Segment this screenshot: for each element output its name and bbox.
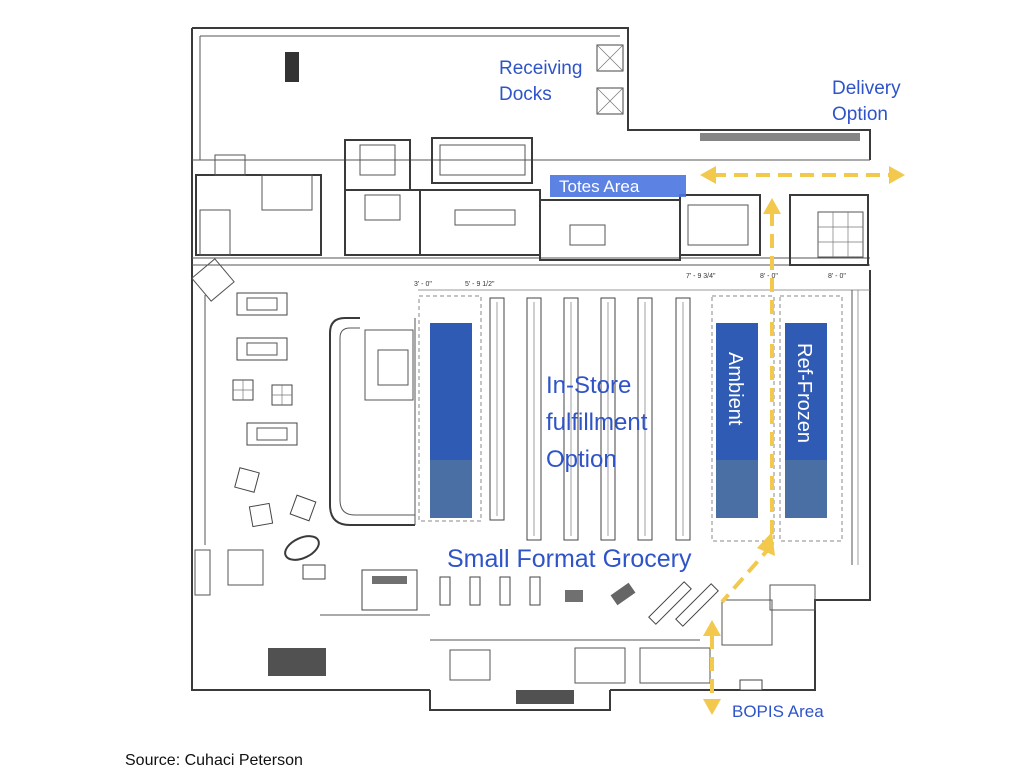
delivery-label-line2: Option — [832, 104, 888, 125]
dock-doors — [285, 44, 860, 141]
front-end-checkouts — [268, 569, 816, 704]
arrowhead-up — [763, 198, 781, 214]
back-of-house-rooms — [195, 137, 869, 266]
dimension-label: 8' - 0" — [828, 273, 846, 280]
arrowhead-diagonal — [757, 532, 775, 556]
seating-area — [191, 258, 326, 596]
fulfillment-shelving — [418, 290, 859, 565]
instore-label-line2: fulfillment — [546, 409, 648, 436]
dimension-label: 7' - 9 3/4" — [686, 273, 716, 280]
delivery-label-line1: Delivery — [832, 78, 901, 99]
service-counter — [329, 317, 416, 526]
arrowhead-bopis-down — [703, 699, 721, 715]
ambient-zone-lower — [716, 460, 758, 518]
dimension-labels: 3' - 0" 5' - 9 1/2" 7' - 9 3/4" 8' - 0" … — [414, 273, 870, 291]
dimension-label: 3' - 0" — [414, 281, 432, 288]
totes-area-box — [550, 175, 686, 197]
fulfillment-path-arrows — [700, 166, 905, 715]
zone-labels: Receiving Docks Delivery Option In-Store… — [447, 58, 901, 721]
dimension-label: 5' - 9 1/2" — [465, 281, 495, 288]
ambient-label: Ambient — [724, 352, 746, 426]
instore-label-line1: In-Store — [546, 372, 631, 399]
source-caption: Source: Cuhaci Peterson — [125, 752, 303, 769]
ambient-zone-upper — [716, 323, 758, 460]
ref-frozen-zone-upper — [785, 323, 827, 460]
arrowhead-right — [889, 166, 905, 184]
bopis-area-label: BOPIS Area — [732, 702, 824, 721]
instore-fulfillment-zone-upper — [430, 323, 472, 460]
dimension-label: 8' - 0" — [760, 273, 778, 280]
gondola-aisles — [489, 297, 691, 541]
ref-frozen-zone-lower — [785, 460, 827, 518]
arrowhead-bopis-up — [703, 620, 721, 636]
ref-frozen-label: Ref-Frozen — [793, 343, 815, 443]
arrowhead-left — [700, 166, 716, 184]
totes-area: Totes Area — [550, 175, 686, 197]
small-format-grocery-label: Small Format Grocery — [447, 545, 692, 573]
instore-label-line3: Option — [546, 446, 617, 473]
receiving-docks-label-line1: Receiving — [499, 58, 582, 79]
receiving-docks-label-line2: Docks — [499, 84, 552, 105]
totes-area-label: Totes Area — [559, 177, 640, 196]
instore-fulfillment-zone-lower — [430, 460, 472, 518]
